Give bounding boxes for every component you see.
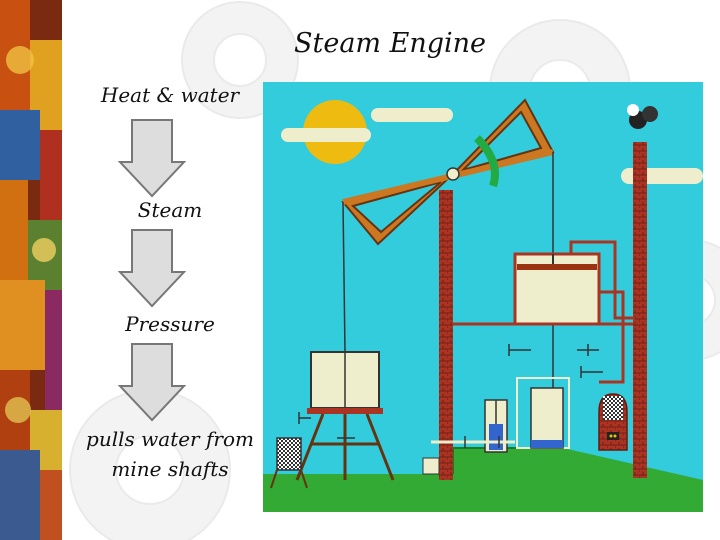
quadrant-arc [474,135,499,188]
tank-stand [295,413,395,481]
brick-chimney [633,142,647,478]
smoke [627,104,639,116]
step-heat-water: Heat & water [100,83,240,107]
down-arrow-icon [118,343,186,422]
step-pressure: Pressure [125,312,215,336]
cloud [371,108,453,122]
condenser-tank [530,387,564,449]
mine-pump [276,437,302,471]
water-level [531,440,563,448]
decorative-left-border [0,0,62,540]
feed-box [422,457,440,475]
smoke [642,106,658,122]
slide-title: Steam Engine [294,28,486,59]
ground [263,448,703,512]
cloud [281,128,371,142]
pivot [446,167,460,181]
steam-engine-illustration [263,82,703,512]
down-arrow-icon [118,119,186,198]
step-steam: Steam [137,198,203,222]
down-arrow-icon [118,229,186,308]
brick-tower [439,190,453,480]
steam-pipes [453,240,635,384]
step-pulls-water: pulls water from mine shafts [86,427,254,481]
